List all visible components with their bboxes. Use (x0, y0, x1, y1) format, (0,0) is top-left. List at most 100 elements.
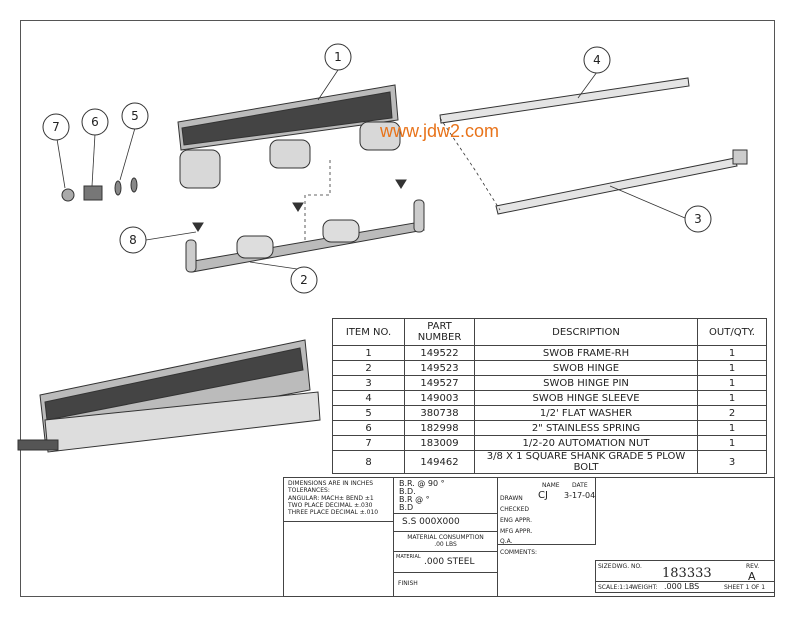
bom-cell: 1 (697, 360, 767, 376)
bom-cell: 2 (697, 405, 767, 421)
bom-cell: 1/2' FLAT WASHER (474, 405, 698, 421)
bend-box: B.R. @ 90 ° B.D. B.R @ ° B.D (393, 477, 498, 514)
bend-text: B.R. @ 90 ° (399, 479, 445, 488)
balloon-3: 3 (694, 212, 702, 226)
bom-cell: 6 (332, 420, 405, 436)
size-label: SIZE (598, 563, 612, 570)
comments-label: COMMENTS: (500, 549, 538, 556)
material-value: .000 STEEL (424, 557, 475, 567)
bom-cell: 183009 (404, 435, 475, 451)
bom-cell: 4 (332, 390, 405, 406)
bom-cell: 1 (697, 420, 767, 436)
dwg-label: DWG. NO. (612, 563, 642, 570)
finish-box: FINISH (393, 572, 498, 597)
bom-cell: 149522 (404, 345, 475, 361)
bend-text: B.D. (399, 487, 416, 496)
tolerance-text: TOLERANCES: (288, 487, 330, 494)
weight: .000 LBS (664, 582, 700, 591)
rev-value: A (748, 570, 756, 583)
part-pin (495, 157, 738, 215)
part-spring (83, 185, 103, 201)
balloon-5: 5 (131, 109, 139, 123)
mc-label: MATERIAL CONSUMPTION (407, 534, 484, 541)
bom-header: ITEM NO. (332, 318, 405, 346)
tolerance-text: DIMENSIONS ARE IN INCHES (288, 480, 374, 487)
scale: SCALE:1:14 (598, 584, 633, 591)
drawn-label: DRAWN (500, 495, 523, 502)
material-label: MATERIAL (396, 554, 421, 560)
mfg-appr-label: MFG APPR. (500, 528, 533, 535)
bom-cell: 2 (332, 360, 405, 376)
part-sleeve (439, 77, 690, 124)
watermark: www.jdw2.com (380, 121, 500, 141)
ss-box: S.S 000X000 (393, 513, 498, 532)
sheet: SHEET 1 OF 1 (724, 584, 766, 591)
bom-cell: 1 (697, 390, 767, 406)
dwg-no-box: SIZE DWG. NO. 183333 REV. A (595, 560, 775, 583)
balloon-1: 1 (334, 50, 342, 64)
material-box: MATERIAL .000 STEEL (393, 551, 498, 573)
dwg-number: 183333 (662, 566, 712, 581)
bom-cell: 3 (332, 375, 405, 391)
bom-cell: 5 (332, 405, 405, 421)
bom-cell: 182998 (404, 420, 475, 436)
bom-cell: 3 (697, 450, 767, 474)
tolerances-box: DIMENSIONS ARE IN INCHES TOLERANCES: ANG… (283, 477, 394, 522)
bom-cell: SWOB HINGE SLEEVE (474, 390, 698, 406)
bom-cell: 149527 (404, 375, 475, 391)
eng-appr-label: ENG APPR. (500, 517, 533, 524)
material-consumption-box: MATERIAL CONSUMPTION .00 LBS (393, 531, 498, 552)
balloon-2: 2 (300, 273, 308, 287)
ss-text: S.S 000X000 (402, 517, 460, 527)
bom-cell: SWOB HINGE (474, 360, 698, 376)
bom-cell: 1/2-20 AUTOMATION NUT (474, 435, 698, 451)
bom-cell: 1 (697, 435, 767, 451)
bom-header: OUT/QTY. (697, 318, 767, 346)
name-header: NAME (542, 482, 560, 489)
bom-cell: 149462 (404, 450, 475, 474)
date-header: DATE (572, 482, 588, 489)
bom-cell: 3/8 X 1 SQUARE SHANK GRADE 5 PLOW BOLT (474, 450, 698, 474)
bom-cell: 149003 (404, 390, 475, 406)
bom-cell: 1 (332, 345, 405, 361)
balloon-8: 8 (129, 233, 137, 247)
balloon-6: 6 (91, 115, 99, 129)
mc-value: .00 LBS (434, 541, 457, 548)
checked-label: CHECKED (500, 506, 530, 513)
approvals-box: NAME DATE DRAWN CJ 3-17-04 CHECKED ENG A… (497, 477, 596, 556)
part-nut (61, 188, 75, 202)
scale-row: SCALE:1:14 WEIGHT: .000 LBS SHEET 1 OF 1 (595, 581, 775, 593)
bom-cell: 380738 (404, 405, 475, 421)
tolerance-text: TWO PLACE DECIMAL ±.030 (288, 502, 373, 509)
bom-cell: 1 (697, 375, 767, 391)
tolerance-text: ANGULAR: MACH± BEND ±1 (288, 495, 374, 502)
bom-header: PART NUMBER (404, 318, 475, 346)
weight-label: WEIGHT: (632, 584, 658, 591)
qa-label: Q.A. (500, 538, 513, 545)
bom-cell: 7 (332, 435, 405, 451)
bom-cell: SWOB HINGE PIN (474, 375, 698, 391)
bom-header: DESCRIPTION (474, 318, 698, 346)
bend-text: B.D (399, 503, 414, 512)
bom-cell: 2" STAINLESS SPRING (474, 420, 698, 436)
balloon-4: 4 (593, 53, 601, 67)
balloon-7: 7 (52, 120, 60, 134)
bom-cell: 1 (697, 345, 767, 361)
bend-text: B.R @ ° (399, 495, 430, 504)
tolerance-text: THREE PLACE DECIMAL ±.010 (288, 509, 379, 516)
drawn-date: 3-17-04 (564, 491, 596, 500)
part-hinge (187, 221, 425, 273)
rev-label: REV. (746, 563, 760, 570)
